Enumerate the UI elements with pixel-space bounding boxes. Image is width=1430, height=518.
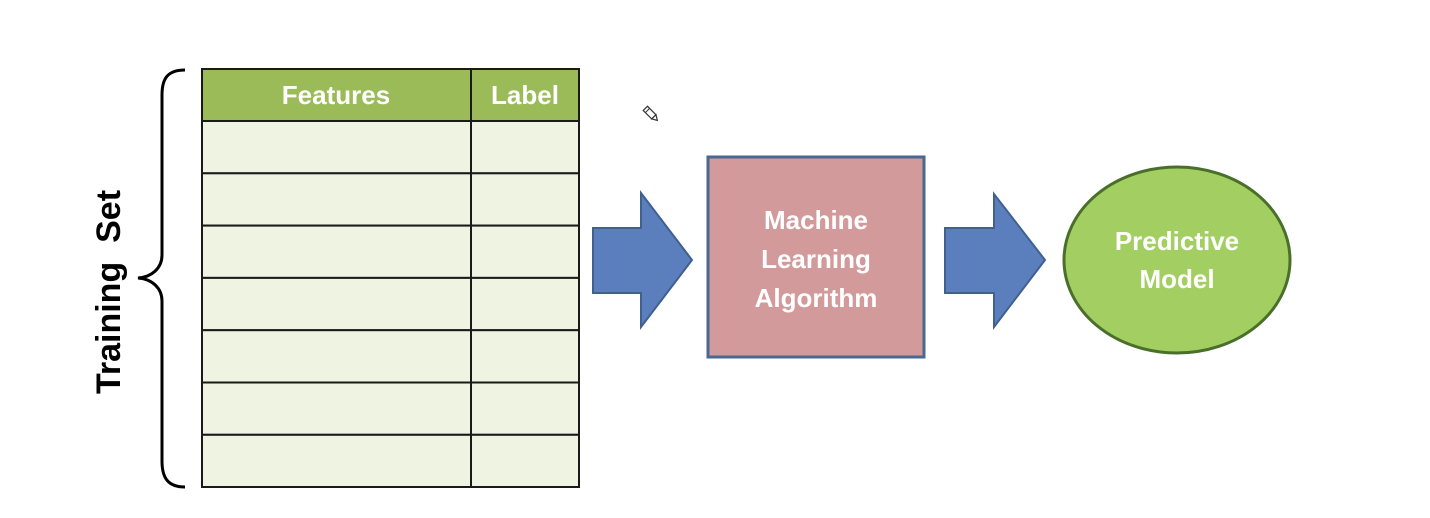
table-header-label-text: Label: [491, 80, 559, 110]
table-row: [201, 172, 580, 227]
table-cell-features: [201, 276, 472, 332]
table-cell-label: [470, 224, 580, 279]
table-header-label: [470, 68, 580, 122]
table-cell-label: [470, 329, 580, 384]
table-cell-label: [470, 433, 580, 488]
algorithm-line-3: Algorithm: [755, 283, 878, 313]
pencil-icon: [642, 105, 659, 122]
table-row: [201, 120, 580, 175]
table-header-features: [201, 68, 472, 122]
table-cell-features: [201, 224, 472, 279]
table-cell-features: [201, 381, 472, 436]
arrow-right-icon: [592, 190, 694, 330]
table-cell-features: [201, 433, 472, 488]
model-ellipse: [1062, 165, 1292, 355]
table-cell-features: [201, 120, 472, 175]
table-row: [201, 329, 580, 384]
table-header-features-text: Features: [282, 80, 390, 110]
table-cell-label: [470, 120, 580, 175]
table-cell-features: [201, 329, 472, 384]
training-set-label: Training Set: [90, 190, 128, 394]
table-cell-features: [201, 172, 472, 227]
table-row: [201, 276, 580, 332]
table-cell-label: [470, 381, 580, 436]
table-row: [201, 224, 580, 279]
algorithm-line-2: Learning: [761, 244, 871, 274]
model-line-1: Predictive: [1115, 226, 1239, 256]
training-table: Features Label: [201, 68, 580, 488]
training-set-brace: [137, 68, 186, 489]
table-cell-label: [470, 172, 580, 227]
algorithm-line-1: Machine: [764, 205, 868, 235]
model-line-2: Model: [1139, 264, 1214, 294]
table-cell-label: [470, 276, 580, 332]
table-row: [201, 433, 580, 488]
algorithm-box: [706, 155, 926, 359]
table-row: [201, 381, 580, 436]
arrow-right-icon: [944, 191, 1047, 330]
